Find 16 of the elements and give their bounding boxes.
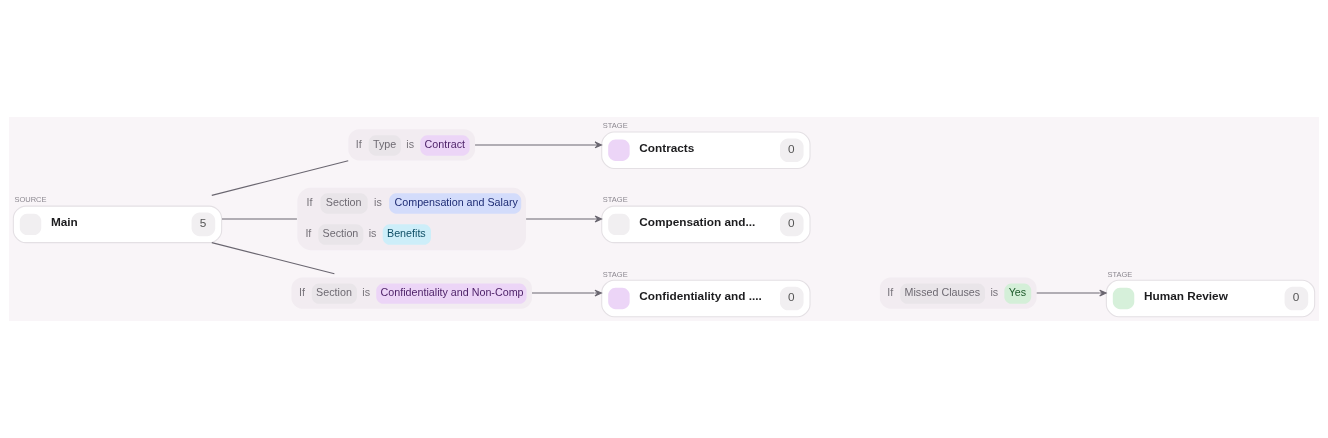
node-label: STAGE [602, 121, 628, 131]
arrow [474, 141, 603, 149]
node-label: STAGE [602, 269, 628, 279]
connector [211, 242, 335, 275]
node-label: SOURCE [14, 195, 47, 205]
node-label: STAGE [1107, 269, 1133, 279]
arrow [525, 215, 603, 223]
node-box: If Type is Contract [348, 129, 476, 161]
connector [221, 218, 298, 220]
node-box: If Section is Confidentiality and Non-Comp [291, 277, 532, 309]
arrow [531, 289, 602, 297]
node-box: If Missed Clauses is Yes [879, 277, 1037, 309]
node-box: If Section is Compensation and Salary If Section is Benefits [297, 187, 527, 251]
node-label: STAGE [602, 195, 628, 205]
connector [211, 160, 349, 196]
arrow [1036, 289, 1107, 297]
